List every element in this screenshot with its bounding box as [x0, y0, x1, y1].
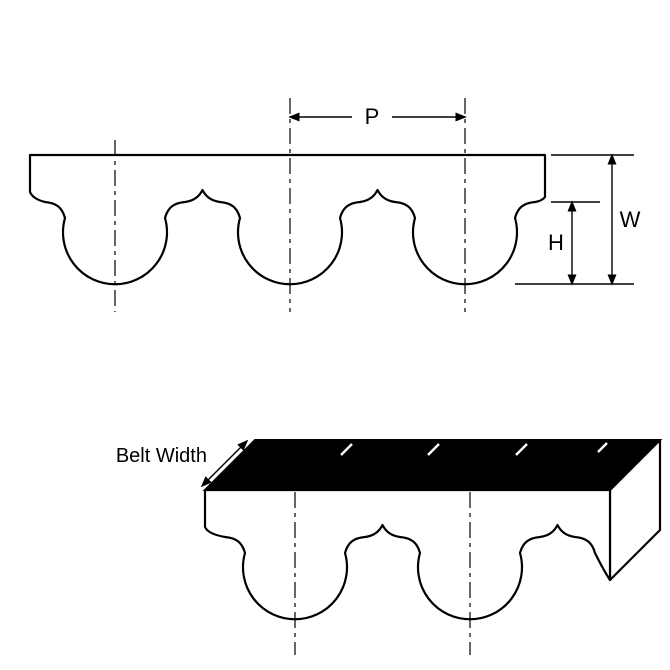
belt-cross-section-outline: [28, 153, 547, 286]
belt-segment-mark: [597, 442, 608, 453]
belt-back-surface: [202, 439, 663, 491]
top-view-cross-section: P W H: [28, 98, 641, 312]
belt-front-face-outline: [203, 488, 612, 621]
belt-segment-mark: [340, 443, 353, 456]
w-label: W: [620, 207, 641, 232]
belt-width-label: Belt Width: [116, 445, 207, 467]
belt-segment-mark: [515, 443, 528, 456]
h-label: H: [548, 230, 564, 255]
belt-segment-mark: [427, 443, 440, 456]
pitch-label: P: [365, 104, 380, 129]
belt-width-arrow: [200, 439, 249, 488]
isometric-view: Belt Width: [116, 438, 663, 655]
